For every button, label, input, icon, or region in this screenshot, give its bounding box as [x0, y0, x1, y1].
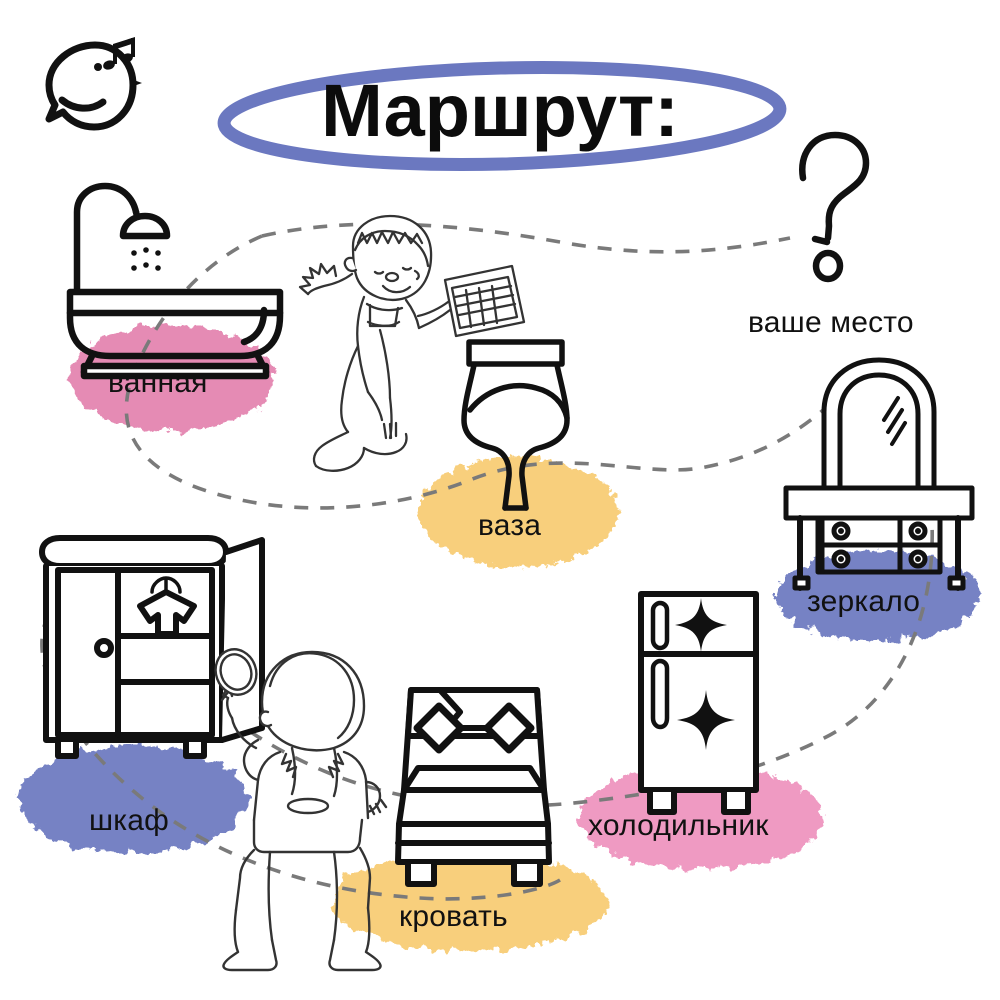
- question-mark-icon: [799, 131, 870, 283]
- label-your-place: ваше место: [748, 306, 914, 339]
- bed-icon: [395, 687, 552, 887]
- label-vase: ваза: [478, 509, 542, 542]
- music-note-icon: [103, 37, 135, 70]
- label-bed: кровать: [399, 900, 508, 933]
- girl-with-magnifying-glass-icon: [214, 648, 388, 972]
- bathtub-with-shower-icon: [66, 182, 284, 380]
- label-mirror: зеркало: [807, 585, 921, 618]
- blob-wardrobe: [18, 745, 248, 853]
- kneeling-girl-with-map-icon: [298, 214, 526, 472]
- page-title: Маршрут:: [321, 69, 679, 152]
- dressing-table-mirror-icon: [783, 357, 975, 591]
- blob-vase: [418, 457, 618, 567]
- singing-bird-icon: [45, 41, 142, 131]
- refrigerator-icon: [638, 591, 759, 815]
- wardrobe-icon: [39, 535, 265, 759]
- label-bathtub: ванная: [108, 366, 208, 399]
- label-fridge: холодильник: [588, 809, 769, 842]
- vase-icon: [461, 339, 570, 511]
- label-wardrobe: шкаф: [89, 804, 170, 837]
